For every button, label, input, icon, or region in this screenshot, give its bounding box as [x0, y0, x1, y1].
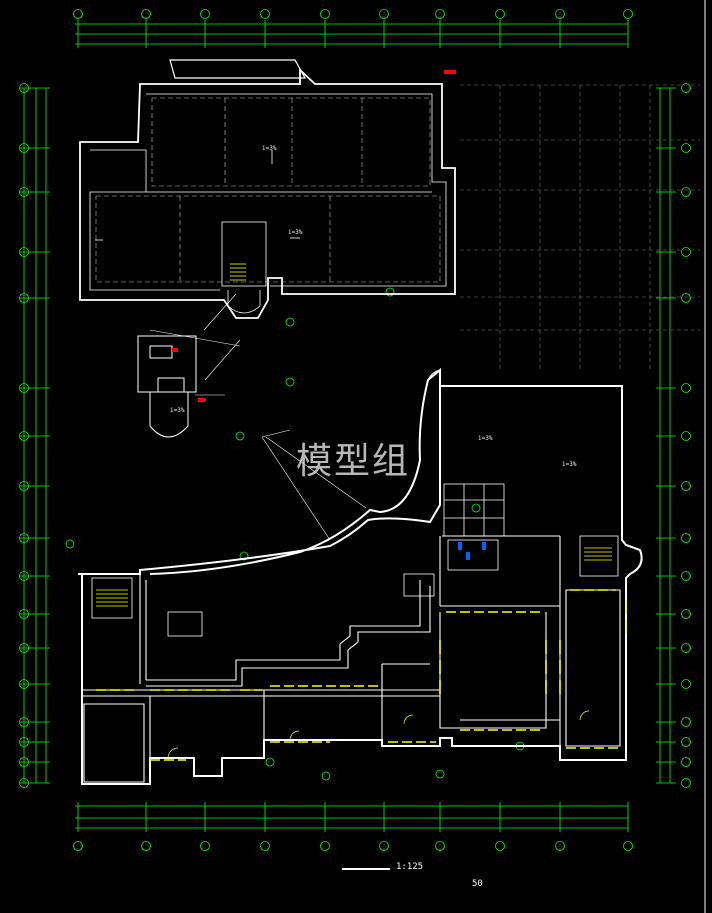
axis-bubble-icon [141, 9, 151, 19]
stair-right [579, 535, 619, 577]
slope-label: i=3% [262, 145, 277, 152]
axis-bubble-icon [19, 643, 29, 653]
axis-bubble-icon [495, 9, 505, 19]
axis-bubble-icon [681, 643, 691, 653]
markers [172, 70, 456, 402]
axis-bubble-icon [681, 187, 691, 197]
upper-roof-block [79, 67, 456, 319]
axis-bubble-icon [495, 841, 505, 851]
axis-bubble-icon [681, 679, 691, 689]
axis-bubble-icon [285, 377, 295, 387]
axis-bubble-icon [19, 431, 29, 441]
axis-bubble-icon [623, 841, 633, 851]
axis-bubble-icon [681, 778, 691, 788]
scale-label: 1:125 [396, 862, 424, 872]
axis-bubble-icon [19, 143, 29, 153]
axis-bubble-icon [681, 481, 691, 491]
slope-label: i=3% [562, 461, 577, 468]
upper-stair [221, 221, 267, 314]
axis-bubble-icon [239, 551, 249, 561]
axis-bubble-icon [555, 9, 565, 19]
axis-bubble-icon [681, 737, 691, 747]
axis-bubble-icon [623, 9, 633, 19]
axis-bubble-icon [65, 539, 75, 549]
axis-bubble-icon [200, 9, 210, 19]
axis-bubble-icon [681, 609, 691, 619]
axis-bubble-icon [260, 9, 270, 19]
bottom-dimension-lines [75, 805, 628, 829]
axis-bubble-icon [19, 717, 29, 727]
axis-bubble-icon [19, 737, 29, 747]
axis-bubble-icon [321, 771, 331, 781]
axis-bubble-icon [141, 841, 151, 851]
axis-bubble-icon [435, 9, 445, 19]
axis-bubble-icon [19, 187, 29, 197]
axis-bubble-icon [681, 83, 691, 93]
axis-bubble-icon [435, 841, 445, 851]
axis-bubble-icon [19, 571, 29, 581]
axis-bubble-icon [19, 481, 29, 491]
slope-label: i=3% [478, 435, 493, 442]
axis-bubble-icon [285, 317, 295, 327]
axis-bubble-icon [435, 769, 445, 779]
axis-bubble-icon [681, 717, 691, 727]
watermark: 模型组 [296, 441, 411, 482]
axis-bubble-icon [19, 757, 29, 767]
upper-roof-inner [89, 93, 447, 291]
axis-bubble-icon [73, 9, 83, 19]
axis-bubble-icon [73, 841, 83, 851]
axis-bubble-icon [19, 383, 29, 393]
axis-bubble-icon [379, 9, 389, 19]
axis-bubble-icon [681, 383, 691, 393]
left-dimension-lines [23, 88, 47, 783]
axis-bubble-icon [681, 571, 691, 581]
window-marks [96, 589, 627, 761]
axis-bubble-icon [681, 143, 691, 153]
axis-bubble-icon [385, 287, 395, 297]
axis-bubble-icon [19, 533, 29, 543]
axis-ticks [20, 20, 676, 832]
axis-bubble-icon [681, 293, 691, 303]
axis-bubble-icon [19, 247, 29, 257]
axis-bubble-icon [19, 679, 29, 689]
grid-lines [460, 84, 700, 370]
axis-bubble-icon [19, 293, 29, 303]
upper-roof-dashed [95, 97, 441, 283]
glazing-fixtures [458, 542, 486, 560]
axis-bubble-icon [320, 9, 330, 19]
axis-bubble-icon [265, 757, 275, 767]
axis-bubble-icon [19, 609, 29, 619]
axis-bubble-icon [235, 431, 245, 441]
slope-label: i=3% [170, 407, 185, 414]
toilet-block [167, 483, 505, 637]
axis-bubble-icon [681, 757, 691, 767]
axis-bubbles [19, 9, 691, 851]
scale-bar [342, 868, 390, 870]
axis-bubble-icon [681, 533, 691, 543]
axis-bubble-icon [320, 841, 330, 851]
axis-bubble-icon [19, 778, 29, 788]
detail-plan [137, 335, 197, 438]
stair-lower-left [91, 577, 133, 619]
door-swings [167, 710, 590, 759]
page-number: 50 [472, 879, 483, 889]
slope-label: i=3% [288, 229, 303, 236]
axis-bubble-icon [681, 431, 691, 441]
axis-bubble-icon [260, 841, 270, 851]
axis-bubble-icon [200, 841, 210, 851]
axis-bubble-icon [379, 841, 389, 851]
top-dimension-lines [75, 23, 628, 45]
axis-bubble-icon [19, 83, 29, 93]
dimension-text: i=3% i=3% i=3% i=3% i=3% [170, 145, 577, 468]
right-dimension-lines [659, 88, 671, 783]
axis-bubble-icon [681, 247, 691, 257]
axis-bubble-icon [555, 841, 565, 851]
axis-bubble-icon [471, 503, 481, 513]
